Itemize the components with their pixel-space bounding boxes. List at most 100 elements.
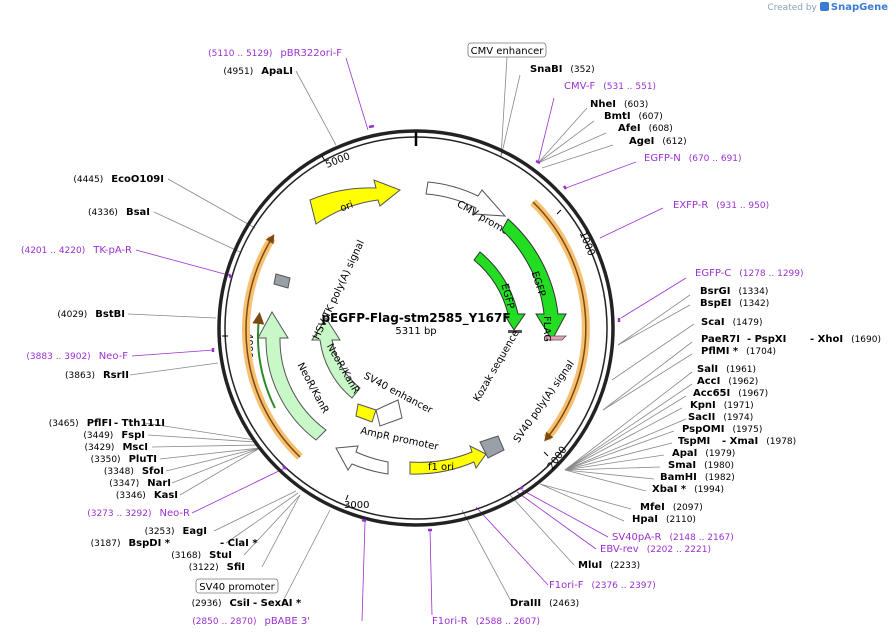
enzyme-site-43[interactable]: (3253)EagI bbox=[145, 526, 207, 537]
primer-site-54[interactable]: (3883 .. 3902)Neo-F bbox=[26, 351, 128, 362]
enzyme-site-16[interactable]: SalI(1961) bbox=[697, 364, 756, 375]
ori-feature bbox=[309, 179, 401, 225]
enzyme-site-12[interactable]: PaeR7I bbox=[701, 334, 740, 345]
enzyme-site-42[interactable]: - ClaI * bbox=[220, 538, 258, 549]
ampr-promoter-feature bbox=[335, 445, 389, 475]
enzyme-site-46[interactable]: (3347)NarI bbox=[109, 478, 171, 489]
backbone-ring bbox=[217, 129, 615, 527]
f1-ori-feature bbox=[409, 445, 487, 475]
f1-ori-label: f1 ori bbox=[428, 462, 454, 473]
enzyme-site-0[interactable]: SnaBI(352) bbox=[530, 64, 595, 75]
plasmid-size: 5311 bp bbox=[395, 326, 436, 337]
enzyme-site-59[interactable]: (4951)ApaLI bbox=[223, 66, 293, 77]
egfp-inner-label: EGFP bbox=[498, 282, 515, 310]
plasmid-title: pEGFP-Flag-stm2585_Y167F bbox=[321, 311, 510, 326]
tick-1000: 1000 bbox=[577, 230, 597, 258]
enzyme-site-2[interactable]: NheI(603) bbox=[590, 99, 648, 110]
enzyme-site-53[interactable]: (3863)RsrII bbox=[65, 370, 129, 381]
enzyme-site-20[interactable]: SacII(1974) bbox=[688, 412, 753, 423]
site-labels: SnaBI(352) CMV-F(531 .. 551) NheI(603)BmtI… bbox=[21, 48, 881, 627]
enzyme-site-40[interactable]: (3168)StuI bbox=[171, 550, 232, 561]
primer-site-44[interactable]: (3273 .. 3292)Neo-R bbox=[87, 508, 190, 519]
enzyme-site-48[interactable]: (3350)PluTI bbox=[91, 454, 157, 465]
orange-features bbox=[241, 199, 590, 460]
enzyme-site-38[interactable]: - SexAI * bbox=[253, 598, 302, 609]
enzyme-site-28[interactable]: MfeI(2097) bbox=[640, 502, 703, 513]
sv40-promoter-feature bbox=[375, 399, 403, 427]
enzyme-site-26[interactable]: BamHI(1982) bbox=[660, 472, 735, 483]
enzyme-site-27[interactable]: XbaI *(1994) bbox=[652, 484, 724, 495]
primer-marks bbox=[211, 124, 621, 532]
enzyme-site-50[interactable]: (3449)FspI bbox=[83, 430, 145, 441]
kozak-mark bbox=[508, 330, 522, 333]
enzyme-site-5[interactable]: AgeI(612) bbox=[629, 136, 687, 147]
snapgene-name: SnapGene bbox=[830, 2, 888, 13]
primer-site-30[interactable]: SV40pA-R(2148 .. 2167) bbox=[612, 532, 734, 543]
enzyme-site-34[interactable]: DraIII(2463) bbox=[510, 598, 579, 609]
enzyme-site-18[interactable]: Acc65I(1967) bbox=[693, 388, 768, 399]
neor-kanr-feature bbox=[311, 317, 361, 399]
snapgene-brand: Created by SnapGene bbox=[767, 2, 888, 13]
enzyme-site-41[interactable]: (3187)BspDI * bbox=[91, 538, 171, 549]
ori-label: ori bbox=[339, 200, 355, 215]
enzyme-site-13[interactable]: - PspXI bbox=[747, 334, 786, 345]
primer-site-8[interactable]: EGFP-C(1278 .. 1299) bbox=[695, 268, 804, 279]
kozak-label: Kozak sequence bbox=[472, 328, 522, 403]
cmv-enhancer-label: CMV enhancer bbox=[471, 46, 545, 57]
enzyme-site-21[interactable]: PspOMI(1975) bbox=[682, 424, 762, 435]
enzyme-site-32[interactable]: MluI(2233) bbox=[578, 560, 640, 571]
enzyme-site-37[interactable]: (2936)CsiI bbox=[192, 598, 250, 609]
sv40-promoter-box: SV40 promoter bbox=[195, 578, 279, 594]
enzyme-site-17[interactable]: AccI(1962) bbox=[697, 376, 758, 387]
enzyme-site-24[interactable]: ApaI(1979) bbox=[672, 448, 735, 459]
enzyme-site-29[interactable]: HpaI(2110) bbox=[632, 514, 696, 525]
enzyme-site-58[interactable]: (4445)EcoO109I bbox=[73, 174, 164, 185]
created-by-text: Created by bbox=[767, 3, 817, 13]
primer-site-60[interactable]: (5110 .. 5129)pBR322ori-F bbox=[208, 48, 342, 59]
primer-site-36[interactable]: (2850 .. 2870)pBABE 3' bbox=[192, 616, 310, 627]
sv40-promoter-box-label: SV40 promoter bbox=[199, 582, 275, 593]
enzyme-site-22[interactable]: TspMI bbox=[678, 436, 710, 447]
enzyme-site-55[interactable]: (4029)BstBI bbox=[57, 309, 125, 320]
enzyme-site-51[interactable]: (3465)PflFI bbox=[49, 418, 112, 429]
enzyme-site-39[interactable]: (3122)SfiI bbox=[189, 562, 245, 573]
enzyme-site-9[interactable]: BsrGI(1334) bbox=[700, 286, 768, 297]
flag-label: FLAG bbox=[541, 316, 552, 342]
enzyme-site-14[interactable]: - XhoI(1690) bbox=[810, 334, 881, 345]
leader-lines bbox=[127, 56, 695, 622]
primer-site-56[interactable]: (4201 .. 4220)TK-pA-R bbox=[21, 245, 132, 256]
enzyme-site-10[interactable]: BspEI(1342) bbox=[700, 298, 769, 309]
enzyme-site-3[interactable]: BmtI(607) bbox=[604, 111, 663, 122]
hsv-tk-polya-label: HSV TK poly(A) signal bbox=[311, 239, 367, 342]
enzyme-site-25[interactable]: SmaI(1980) bbox=[668, 460, 734, 471]
enzyme-site-52[interactable]: - Tth111I bbox=[114, 418, 165, 429]
neo-green-line bbox=[252, 312, 276, 409]
cmv-enhancer-box: CMV enhancer bbox=[467, 42, 547, 58]
tick-5000: 5000 bbox=[324, 151, 352, 171]
tick-3000: 3000 bbox=[344, 500, 369, 511]
ampr-promoter-label: AmpR promoter bbox=[359, 426, 440, 453]
primer-site-35[interactable]: F1ori-R(2588 .. 2607) bbox=[432, 616, 540, 627]
primer-site-7[interactable]: EXFP-R(931 .. 950) bbox=[673, 200, 769, 211]
enzyme-site-47[interactable]: (3348)SfoI bbox=[104, 466, 164, 477]
enzyme-site-11[interactable]: ScaI(1479) bbox=[701, 317, 763, 328]
sv40-enhancer-feature bbox=[355, 403, 377, 423]
cmv-promoter-feature bbox=[425, 181, 507, 217]
enzyme-site-4[interactable]: AfeI(608) bbox=[618, 123, 673, 134]
enzyme-site-23[interactable]: - XmaI(1978) bbox=[722, 436, 796, 447]
primer-site-33[interactable]: F1ori-F(2376 .. 2397) bbox=[549, 580, 656, 591]
enzyme-site-57[interactable]: (4336)BsaI bbox=[88, 207, 150, 218]
primer-site-1[interactable]: CMV-F(531 .. 551) bbox=[564, 81, 656, 92]
primer-site-31[interactable]: EBV-rev(2202 .. 2221) bbox=[600, 544, 711, 555]
hsv-tk-polya-feature bbox=[273, 273, 291, 289]
neor-kanr-2-feature bbox=[257, 310, 327, 441]
enzyme-site-49[interactable]: (3429)MscI bbox=[85, 442, 149, 453]
enzyme-site-15[interactable]: PflMI *(1704) bbox=[701, 346, 776, 357]
flag-feature bbox=[545, 335, 567, 341]
enzyme-site-19[interactable]: KpnI(1971) bbox=[690, 400, 754, 411]
sv40-polya-feature bbox=[479, 435, 505, 459]
primer-site-6[interactable]: EGFP-N(670 .. 691) bbox=[644, 153, 742, 164]
snapgene-logo-icon bbox=[819, 2, 829, 11]
enzyme-site-45[interactable]: (3346)KasI bbox=[116, 490, 178, 501]
